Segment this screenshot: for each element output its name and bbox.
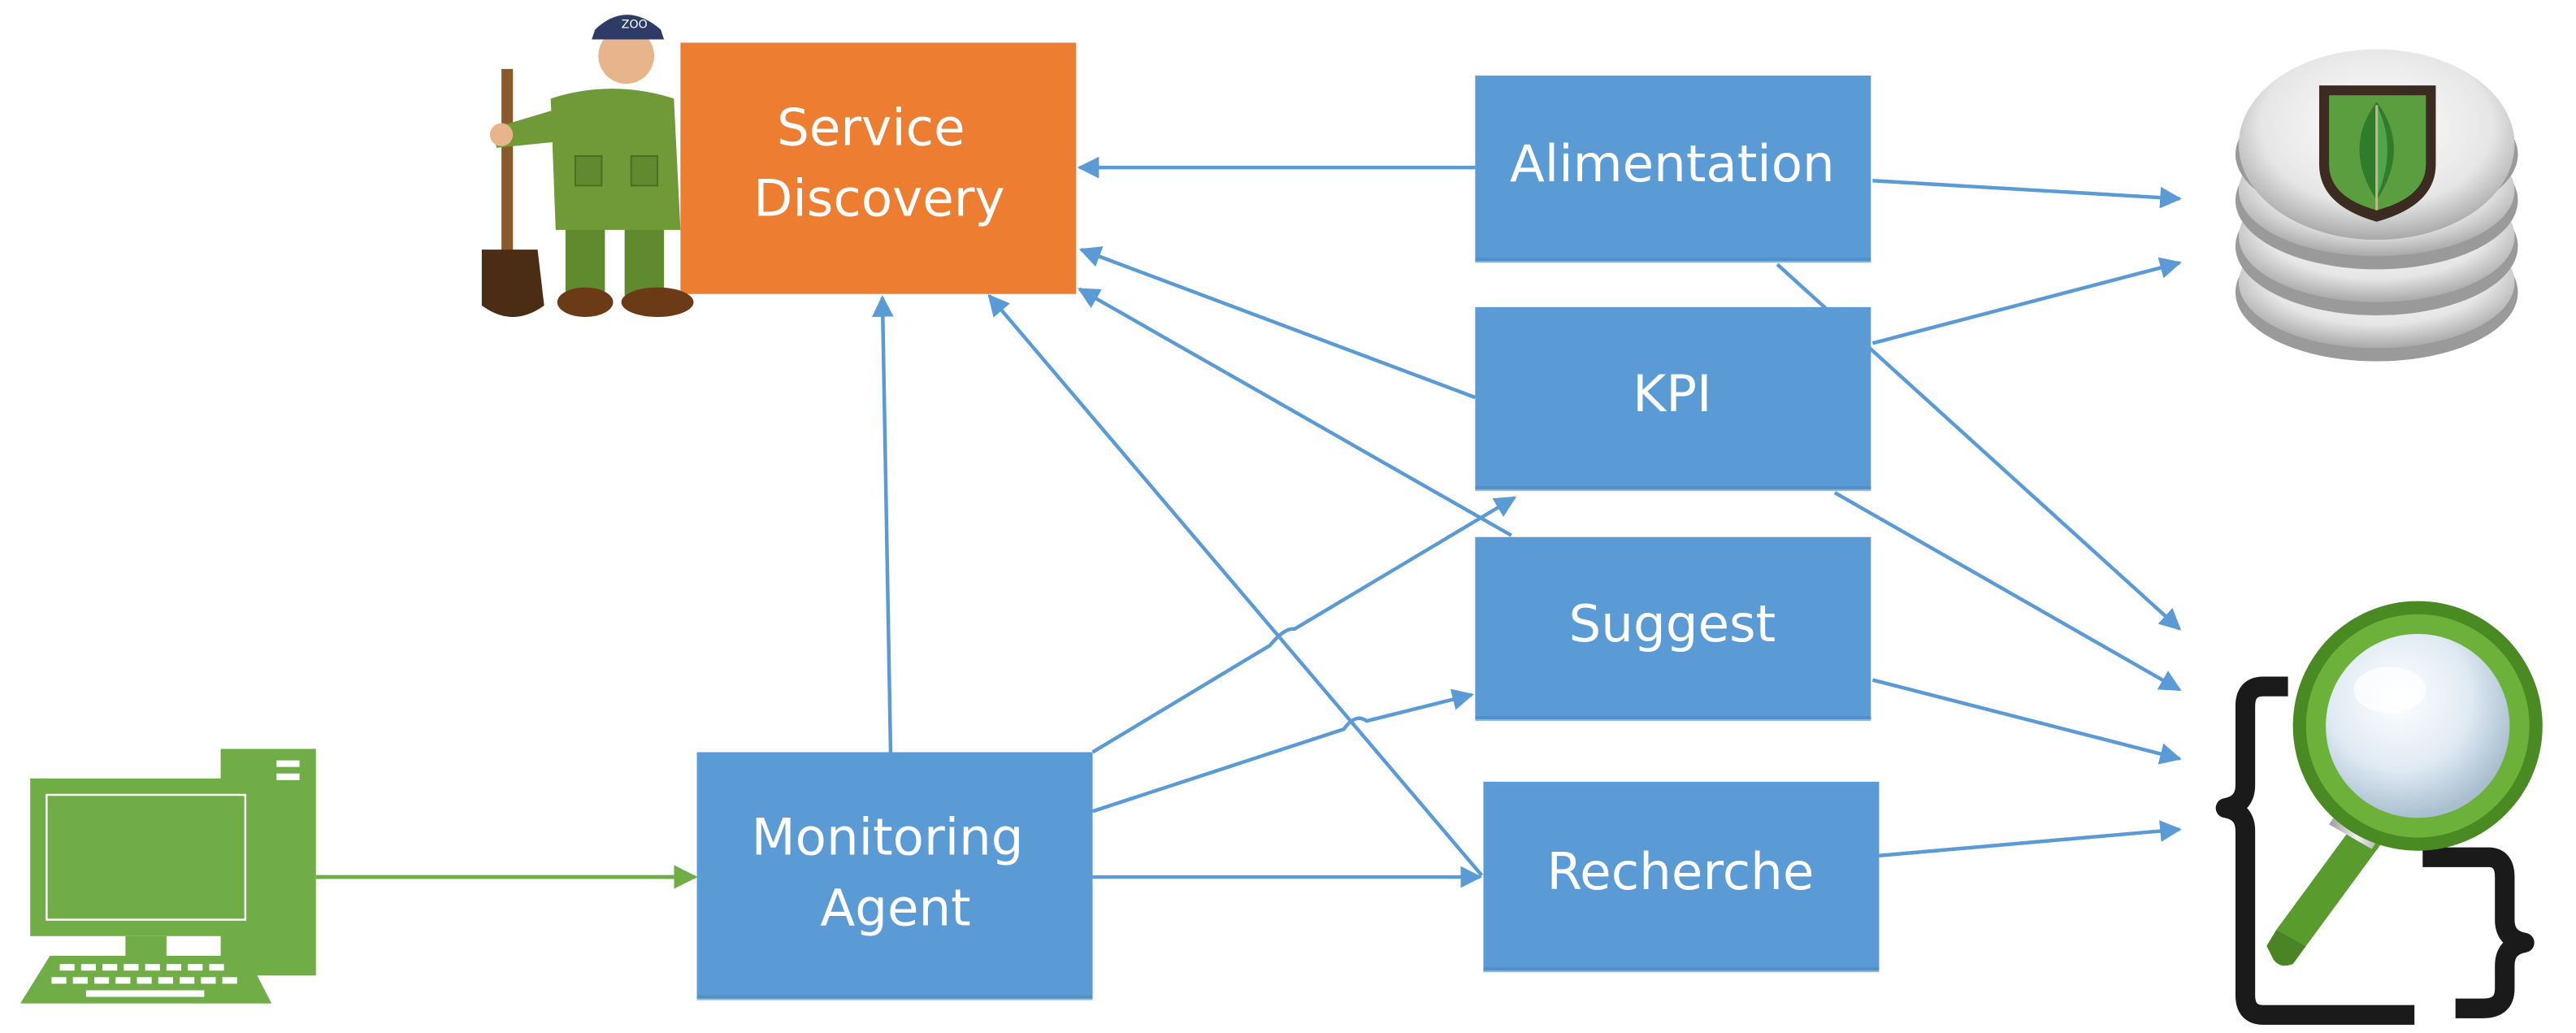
monitoring-agent-label: Monitoring Agent bbox=[752, 808, 1040, 938]
mongodb-database-icon bbox=[2235, 49, 2518, 362]
recherche-box bbox=[1483, 781, 1880, 971]
node-suggest[interactable]: Suggest bbox=[1475, 536, 1871, 722]
edge-recherche-to-service-discovery bbox=[987, 293, 1484, 877]
edge-kpi-to-search bbox=[1833, 491, 2182, 692]
service-discovery-label: Service Discovery bbox=[753, 98, 1004, 228]
desktop-computer-icon bbox=[20, 749, 316, 1004]
recherche-label: Recherche bbox=[1546, 842, 1814, 901]
edge-alimentation-to-database bbox=[1872, 179, 2182, 209]
edge-suggest-to-search bbox=[1871, 678, 2182, 765]
edge-monitoring-to-service-discovery bbox=[871, 295, 894, 753]
edge-recherche-to-search bbox=[1879, 820, 2182, 857]
suggest-label: Suggest bbox=[1569, 594, 1776, 653]
service-discovery-box bbox=[680, 42, 1077, 294]
alimentation-label: Alimentation bbox=[1510, 134, 1835, 193]
monitoring-agent-box bbox=[696, 752, 1093, 999]
elasticsearch-magnifier-icon bbox=[2215, 601, 2543, 1025]
zookeeper-keeper-icon: ZOO bbox=[481, 15, 694, 317]
node-monitoring-agent[interactable]: Monitoring Agent bbox=[696, 752, 1093, 1000]
edge-kpi-to-database bbox=[1871, 257, 2182, 345]
alimentation-box bbox=[1475, 75, 1871, 262]
kpi-box bbox=[1475, 306, 1871, 490]
edge-monitoring-to-suggest bbox=[1091, 688, 1474, 814]
edge-monitoring-to-kpi bbox=[1091, 496, 1517, 754]
kpi-label: KPI bbox=[1633, 364, 1711, 423]
node-kpi[interactable]: KPI bbox=[1475, 306, 1871, 492]
node-recherche[interactable]: Recherche bbox=[1483, 781, 1880, 973]
svg-text:ZOO: ZOO bbox=[622, 18, 648, 31]
edge-kpi-to-service-discovery bbox=[1078, 246, 1477, 400]
suggest-box bbox=[1475, 536, 1871, 720]
node-alimentation[interactable]: Alimentation bbox=[1475, 75, 1871, 263]
edge-suggest-to-service-discovery bbox=[1078, 287, 1512, 537]
node-service-discovery[interactable]: Service Discovery bbox=[680, 42, 1077, 294]
